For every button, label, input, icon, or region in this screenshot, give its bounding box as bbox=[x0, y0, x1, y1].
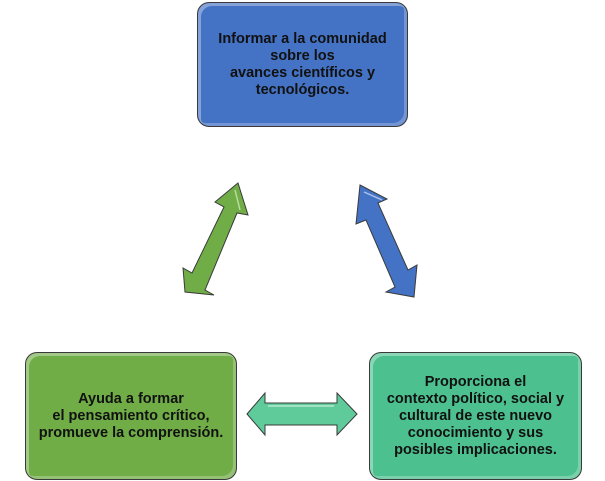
double-arrow-top-right bbox=[355, 184, 418, 298]
double-arrow-bottom bbox=[246, 391, 358, 437]
node-informar-text: Informar a la comunidad sobre los avance… bbox=[218, 30, 387, 98]
double-arrow-top-left bbox=[182, 182, 249, 296]
node-informar: Informar a la comunidad sobre los avance… bbox=[197, 2, 408, 127]
node-pensamiento-critico-text: Ayuda a formar el pensamiento crítico, p… bbox=[38, 390, 224, 441]
node-contexto-text: Proporciona el contexto político, social… bbox=[386, 373, 565, 458]
node-contexto: Proporciona el contexto político, social… bbox=[369, 352, 582, 480]
node-pensamiento-critico: Ayuda a formar el pensamiento crítico, p… bbox=[25, 352, 237, 480]
